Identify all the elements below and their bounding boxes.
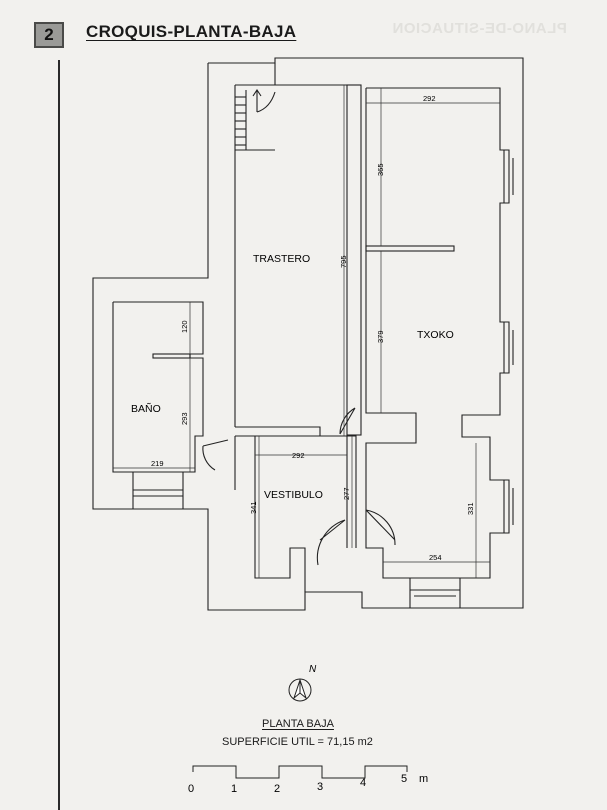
section-number-badge: 2: [34, 22, 64, 48]
txoko-walls: [365, 87, 510, 579]
scale-tick-1: 1: [231, 783, 237, 795]
usable-surface: SUPERFICIE UTIL = 71,15 m2: [222, 736, 373, 748]
bano-walls: [112, 301, 204, 473]
scale-unit: m: [419, 773, 428, 785]
dim-trastero-depth: 795: [339, 255, 348, 268]
door-vestibulo: [316, 519, 346, 566]
scale-tick-2: 2: [274, 783, 280, 795]
page-header: 2 CROQUIS-PLANTA-BAJA PLANO-DE-SITUACION: [0, 0, 607, 56]
door-bano: [202, 439, 229, 471]
scale-tick-3: 3: [317, 781, 323, 793]
north-label: N: [309, 664, 317, 675]
dim-bano-lower: 293: [180, 412, 189, 425]
scale-bar: [192, 765, 408, 779]
scale-tick-4: 4: [360, 777, 366, 789]
room-label-txoko: TXOKO: [417, 329, 454, 341]
dim-vestibulo-width: 292: [292, 451, 305, 460]
room-label-bano: BAÑO: [131, 402, 161, 415]
dim-rear-depth: 331: [466, 502, 475, 515]
dim-txoko-upper-depth: 365: [376, 163, 385, 176]
central-partition: [346, 84, 362, 436]
page-title: CROQUIS-PLANTA-BAJA: [86, 22, 297, 41]
room-label-trastero: TRASTERO: [253, 253, 310, 265]
dim-txoko-width: 292: [423, 94, 436, 103]
plan-name: PLANTA BAJA: [262, 718, 334, 730]
door-txoko: [365, 509, 396, 546]
dim-vestibulo-right: 277: [342, 487, 351, 500]
dim-txoko-lower-depth: 379: [376, 330, 385, 343]
outer-wall: [92, 57, 524, 611]
room-label-vestibulo: VESTIBULO: [264, 489, 323, 501]
dim-rear-width: 254: [429, 553, 442, 562]
scale-tick-5: 5: [401, 773, 407, 785]
vestibulo-walls: [235, 426, 357, 548]
dim-vestibulo-depth: 341: [249, 501, 258, 514]
margin-rule: [58, 60, 60, 810]
dim-bano-upper: 120: [180, 320, 189, 333]
scale-tick-0: 0: [188, 783, 194, 795]
stairs: [235, 89, 276, 151]
dimension-lines: [113, 85, 500, 578]
dim-bano-width: 219: [151, 459, 164, 468]
compass-icon: [288, 678, 312, 702]
